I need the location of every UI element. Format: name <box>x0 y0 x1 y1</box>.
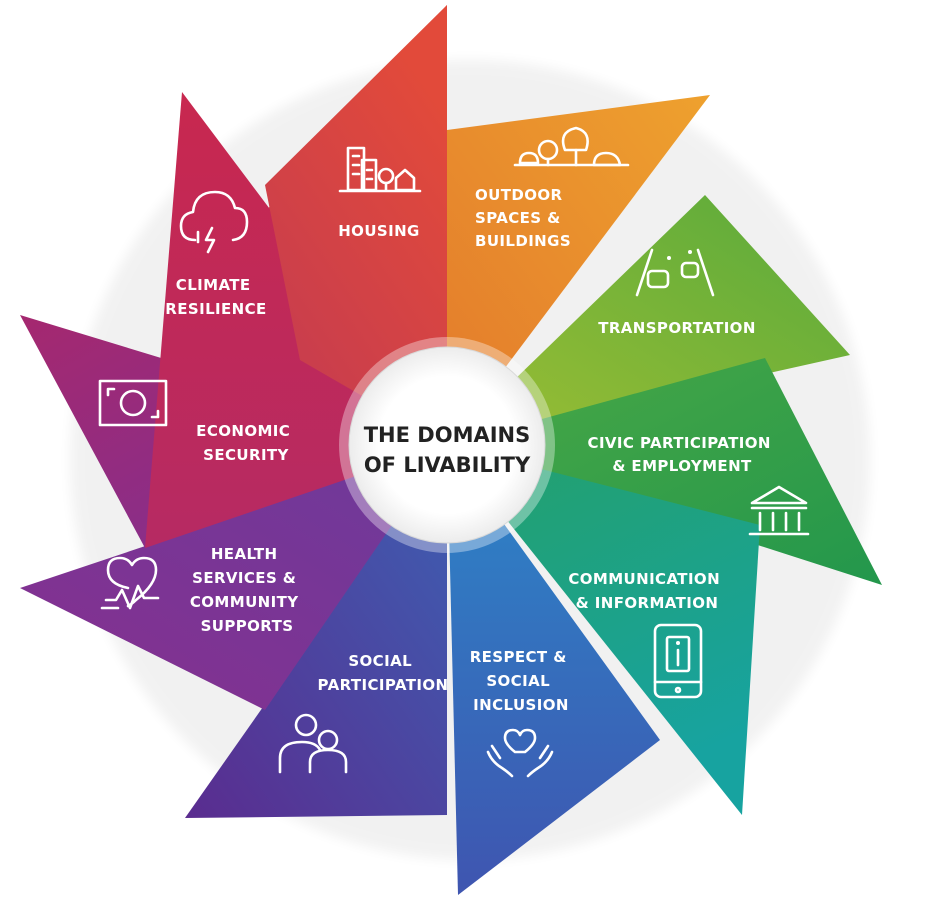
label-civic-participation: CIVIC PARTICIPATION & EMPLOYMENT <box>588 434 777 475</box>
petal-transportation[interactable] <box>447 195 850 445</box>
storm-cloud-icon <box>179 190 249 254</box>
buildings-icon <box>338 146 422 193</box>
petal-communication[interactable] <box>447 445 760 815</box>
petal-respect[interactable] <box>447 445 660 895</box>
label-climate-resilience: CLIMATE RESILIENCE <box>165 276 266 318</box>
institution-icon <box>748 485 810 536</box>
petal-labels: HOUSING OUTDOOR SPACES & BUILDINGS TRANS… <box>165 186 777 714</box>
money-icon <box>98 379 168 427</box>
petal-housing-overlap <box>265 5 447 445</box>
label-social-participation: SOCIAL PARTICIPATION <box>318 652 449 694</box>
trees-icon <box>513 126 630 167</box>
heart-hands-icon <box>486 728 554 778</box>
label-transportation: TRANSPORTATION <box>598 319 756 337</box>
people-icon <box>278 713 348 774</box>
petal-outdoor-spaces[interactable] <box>447 95 710 445</box>
label-respect: RESPECT & SOCIAL INCLUSION <box>470 648 573 714</box>
petal-icons <box>98 126 810 778</box>
label-economic-security: ECONOMIC SECURITY <box>196 422 296 464</box>
center-hub: THE DOMAINS OF LIVABILITY <box>339 337 555 553</box>
petal-health-services[interactable] <box>20 445 447 710</box>
label-communication: COMMUNICATION & INFORMATION <box>568 570 725 612</box>
heartbeat-icon <box>100 556 160 610</box>
label-outdoor-spaces: OUTDOOR SPACES & BUILDINGS <box>475 186 571 250</box>
label-health-services: HEALTH SERVICES & COMMUNITY SUPPORTS <box>190 545 304 635</box>
label-housing: HOUSING <box>338 222 420 240</box>
center-title-line1: THE DOMAINS <box>364 423 531 447</box>
center-title-line2: OF LIVABILITY <box>364 453 531 477</box>
road-icon <box>635 248 715 297</box>
tablet-info-icon <box>653 623 703 699</box>
